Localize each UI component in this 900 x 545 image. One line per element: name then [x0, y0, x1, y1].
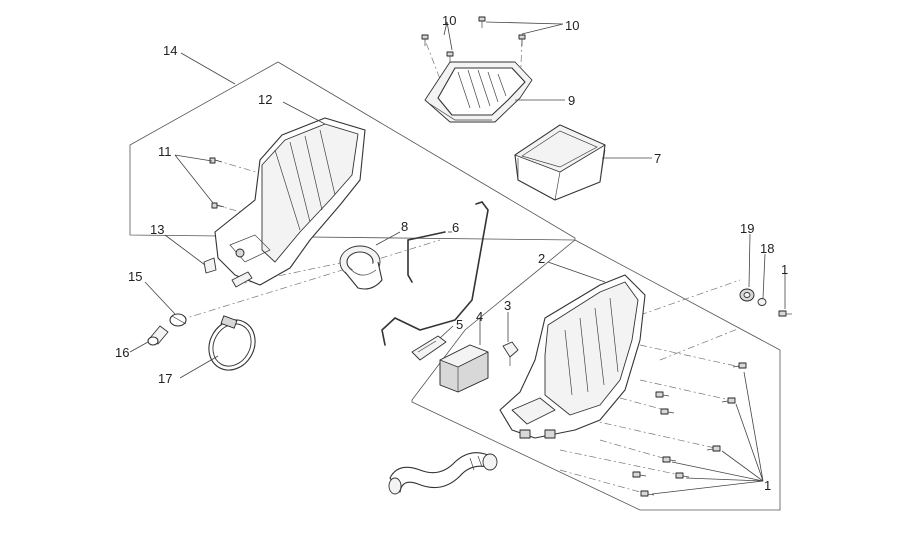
callout-13: 13	[150, 222, 164, 237]
callout-10-left: 10	[442, 13, 456, 28]
callout-19: 19	[740, 221, 754, 236]
screws-part-11	[209, 157, 225, 209]
wire-harness-part-6	[381, 201, 489, 346]
lid-screws-part-10	[421, 16, 526, 63]
plate-part-5	[411, 335, 447, 361]
washer-part-18	[757, 298, 767, 306]
small-clamp-part-15	[169, 313, 187, 327]
leader-lines	[129, 21, 786, 495]
breather-hose	[388, 452, 498, 495]
band-clamp-part-17	[208, 315, 256, 371]
callout-5: 5	[456, 317, 463, 332]
callout-labels: 10 10 9 7 14 12 11 13 8 6 2 19 18 1 15 3…	[115, 13, 788, 493]
callout-10-right: 10	[565, 18, 579, 33]
callout-9: 9	[568, 93, 575, 108]
right-assembly-frame	[411, 239, 781, 511]
callout-12: 12	[258, 92, 272, 107]
callout-15: 15	[128, 269, 142, 284]
callout-1-bottom: 1	[764, 478, 771, 493]
clip-part-13	[203, 257, 217, 274]
intake-sleeve-part-8	[339, 245, 383, 290]
callout-6: 6	[452, 220, 459, 235]
air-box-right-half-part-2	[499, 274, 646, 439]
callout-16: 16	[115, 345, 129, 360]
callout-14: 14	[163, 43, 177, 58]
screws-part-1	[632, 310, 792, 497]
callout-2: 2	[538, 251, 545, 266]
fitting-part-3	[502, 341, 519, 366]
callout-3: 3	[504, 298, 511, 313]
callout-4: 4	[476, 309, 483, 324]
callout-8: 8	[401, 219, 408, 234]
air-box-left-half-part-12	[214, 117, 366, 288]
callout-7: 7	[654, 151, 661, 166]
callout-18: 18	[760, 241, 774, 256]
drain-cap-part-16	[147, 325, 169, 346]
foam-block-part-4	[439, 344, 489, 393]
callout-1-top: 1	[781, 262, 788, 277]
nut-part-19	[739, 288, 755, 302]
air-filter-part-7	[514, 124, 606, 201]
air-box-lid-part-9	[424, 61, 533, 123]
callout-11: 11	[158, 144, 172, 159]
callout-17: 17	[158, 371, 172, 386]
left-assembly-frame	[129, 61, 576, 241]
assembly-frames	[129, 61, 781, 511]
